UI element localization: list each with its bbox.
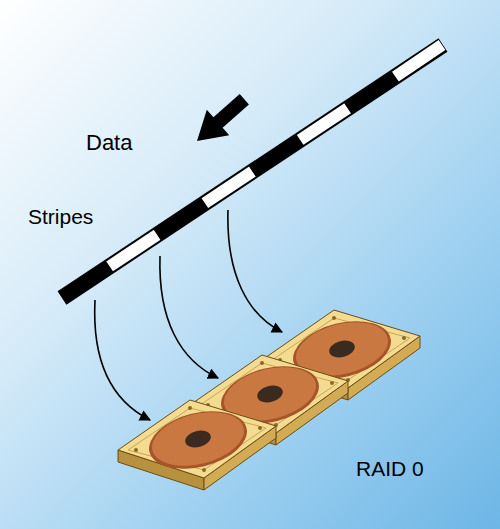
stripe-bar — [62, 45, 443, 298]
hard-disk — [118, 400, 276, 490]
flow-arrow — [95, 300, 150, 420]
label: RAID 0 — [356, 458, 424, 479]
stripe-segment — [205, 172, 253, 204]
stripe-segment — [348, 77, 396, 109]
data-arrow — [197, 94, 249, 141]
flow-arrow — [160, 256, 218, 378]
stripe-segment — [110, 235, 158, 267]
label: Data — [86, 132, 132, 154]
stripe-segment — [395, 45, 442, 77]
stripe-segment — [300, 108, 348, 140]
stripe-segment — [253, 140, 301, 172]
stripe-segment — [63, 266, 110, 298]
stripe-segment — [157, 203, 205, 235]
flow-arrow — [228, 210, 282, 332]
label: Stripes — [28, 206, 93, 227]
